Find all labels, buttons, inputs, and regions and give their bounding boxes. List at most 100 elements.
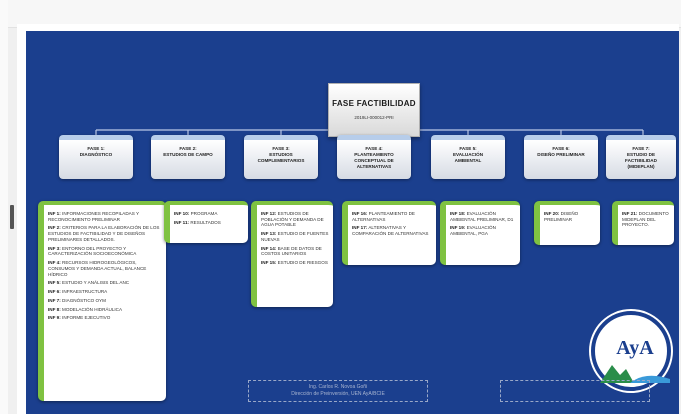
report-code: INF 20: [544, 211, 560, 216]
phase-label: ALTERNATIVAS [356, 163, 392, 169]
report-item: INF 9: INFORME EJECUTIVO [48, 315, 162, 321]
report-title: RESULTADOS [190, 219, 221, 225]
report-item: INF 17: ALTERNATIVAS Y COMPARACIÓN DE AL… [352, 225, 432, 236]
report-item: INF 19: EVALUACIÓN AMBIENTAL, PGA [450, 225, 516, 236]
phase-label: EVALUACIÓN [452, 151, 484, 157]
phase-2-header: FASE 2: ESTUDIOS DE CAMPO [151, 135, 225, 179]
project-code: 2019LI-000012-PRI [354, 115, 394, 120]
phase-label: FASE 5: [459, 146, 477, 151]
report-item: INF 8: MODELACIÓN HIDRÁULICA [48, 307, 162, 313]
report-code: INF 2: [48, 225, 61, 231]
report-code: INF 3: [48, 245, 61, 251]
left-gutter [0, 0, 8, 414]
report-title: ESTUDIO DE RIESGOS [277, 260, 328, 266]
phase-label: ESTUDIO DE [626, 151, 656, 157]
report-item: INF 11: RESULTADOS [174, 220, 244, 226]
report-code: INF 6: [48, 289, 61, 295]
report-title: INFORME EJECUTIVO [62, 315, 111, 321]
phase-6-header: FASE 6: DISEÑO PRELIMINAR [524, 135, 598, 179]
phase-5-reports: INF 18: EVALUACIÓN AMBIENTAL PRELIMINAR,… [440, 201, 520, 265]
report-title: INFRAESTRUCTURA [62, 289, 108, 295]
phase-label: PLANTEAMIENTO [354, 151, 394, 157]
report-title: ESTUDIO DE FUENTES NUEVAS [261, 231, 329, 242]
phase-label: ESTUDIOS DE CAMPO [163, 151, 213, 157]
phase-label: FASE 3: [272, 146, 290, 151]
report-title: PROGRAMA [190, 211, 218, 216]
phase-label: FASE 6: [552, 146, 570, 151]
report-title: MODELACIÓN HIDRÁULICA [62, 306, 123, 312]
report-item: INF 6: INFRAESTRUCTURA [48, 289, 162, 295]
report-item: INF 2: CRITERIOS PARA LA ELABORACIÓN DE … [48, 225, 162, 242]
report-code: INF 16: [352, 211, 368, 216]
phase-label: FASE 4: [365, 146, 383, 151]
report-item: INF 16: PLANTEAMIENTO DE ALTERNATIVAS [352, 211, 432, 222]
report-title: CRITERIOS PARA LA ELABORACIÓN DE LOS EST… [48, 225, 160, 242]
report-title: ESTUDIOS DE POBLACIÓN Y DEMANDA DE AGUA … [261, 211, 324, 228]
report-code: INF 15: [261, 260, 277, 266]
aya-logo: AyA [591, 311, 671, 391]
report-title: ALTERNATIVAS Y COMPARACIÓN DE ALTERNATIV… [352, 225, 429, 237]
report-title: DISEÑO PRELIMINAR [544, 211, 579, 222]
phase-label: FACTIBILIDAD [625, 157, 657, 163]
report-item: INF 20: DISEÑO PRELIMINAR [544, 211, 596, 222]
phase-5-header: FASE 5: EVALUACIÓN AMBIENTAL [431, 135, 505, 179]
report-item: INF 15: ESTUDIO DE RIESGOS [261, 260, 329, 266]
report-title: RECURSOS HIDROGEOLÓGICOS, CONSUMOS Y DEM… [48, 260, 147, 277]
report-item: INF 10: PROGRAMA [174, 211, 244, 217]
report-item: INF 14: BASE DE DATOS DE COSTOS UNITARIO… [261, 246, 329, 257]
phase-label: CONCEPTUAL DE [354, 157, 394, 163]
phase-label: (MIDEPLAN) [627, 163, 655, 169]
report-title: ESTUDIO Y ANÁLISIS DEL ANC [62, 280, 130, 286]
report-code: INF 9: [48, 315, 61, 321]
report-code: INF 13: [261, 231, 277, 237]
report-code: INF 12: [261, 211, 277, 216]
mountain-icon [600, 365, 670, 383]
report-code: INF 19: [450, 225, 466, 231]
report-code: INF 7: [48, 297, 61, 303]
report-item: INF 1: INFORMACIONES RECOPILADAS Y RECON… [48, 211, 162, 222]
report-title: DOCUMENTO MIDEPLAN DEL PROYECTO. [622, 211, 669, 228]
phase-2-reports: INF 10: PROGRAMA INF 11: RESULTADOS [164, 201, 248, 243]
report-title: EVALUACIÓN AMBIENTAL, PGA [450, 225, 496, 237]
report-code: INF 1: [48, 211, 61, 216]
report-code: INF 5: [48, 280, 61, 286]
report-code: INF 18: [450, 211, 466, 216]
phase-label: AMBIENTAL [454, 157, 482, 163]
phase-3-header: FASE 3: ESTUDIOS COMPLEMENTARIOS [244, 135, 318, 179]
phase-7-reports: INF 21: DOCUMENTO MIDEPLAN DEL PROYECTO. [612, 201, 674, 245]
report-title: PLANTEAMIENTO DE ALTERNATIVAS [352, 211, 415, 222]
footer-author: Ing. Carlos R. Novoa Goñi Dirección de P… [248, 380, 428, 402]
report-code: INF 8: [48, 306, 61, 312]
phase-label: FASE 7: [632, 146, 650, 151]
report-code: INF 4: [48, 260, 61, 266]
report-title: DIAGNÓSTICO OYM [62, 297, 106, 303]
report-title: ENTORNO DEL PROYECTO Y CARACTERIZACIÓN S… [48, 245, 137, 257]
phase-1-header: FASE 1: DIAGNÓSTICO [59, 135, 133, 179]
report-item: INF 5: ESTUDIO Y ANÁLISIS DEL ANC [48, 280, 162, 286]
phase-label: FASE 1: [87, 146, 105, 151]
phase-label: COMPLEMENTARIOS [257, 157, 305, 163]
scroll-handle[interactable] [10, 205, 14, 229]
report-item: INF 18: EVALUACIÓN AMBIENTAL PRELIMINAR,… [450, 211, 516, 222]
report-code: INF 21: [622, 211, 638, 216]
phase-label: ESTUDIOS [269, 151, 293, 157]
report-title: INFORMACIONES RECOPILADAS Y RECONOCIMIEN… [48, 211, 139, 222]
footer-line: Dirección de Preinversión, UEN AyA/BCIE [291, 391, 385, 397]
report-title: BASE DE DATOS DE COSTOS UNITARIOS [261, 245, 322, 257]
logo-text: AyA [616, 337, 654, 359]
report-code: INF 10: [174, 211, 190, 216]
footer-placeholder [500, 380, 650, 402]
report-item: INF 12: ESTUDIOS DE POBLACIÓN Y DEMANDA … [261, 211, 329, 228]
title-box: FASE FACTIBILIDAD 2019LI-000012-PRI [328, 83, 420, 137]
phase-label: DIAGNÓSTICO [79, 151, 113, 157]
report-code: INF 14: [261, 245, 277, 251]
report-code: INF 11: [174, 219, 190, 225]
footer-line: Ing. Carlos R. Novoa Goñi [308, 384, 368, 390]
report-item: INF 7: DIAGNÓSTICO OYM [48, 298, 162, 304]
report-code: INF 17: [352, 225, 368, 231]
phase-1-reports: INF 1: INFORMACIONES RECOPILADAS Y RECON… [38, 201, 166, 401]
report-title: EVALUACIÓN AMBIENTAL PRELIMINAR, D1 [450, 211, 514, 222]
phase-3-reports: INF 12: ESTUDIOS DE POBLACIÓN Y DEMANDA … [251, 201, 333, 307]
phase-6-reports: INF 20: DISEÑO PRELIMINAR [534, 201, 600, 245]
report-item: INF 13: ESTUDIO DE FUENTES NUEVAS [261, 231, 329, 242]
